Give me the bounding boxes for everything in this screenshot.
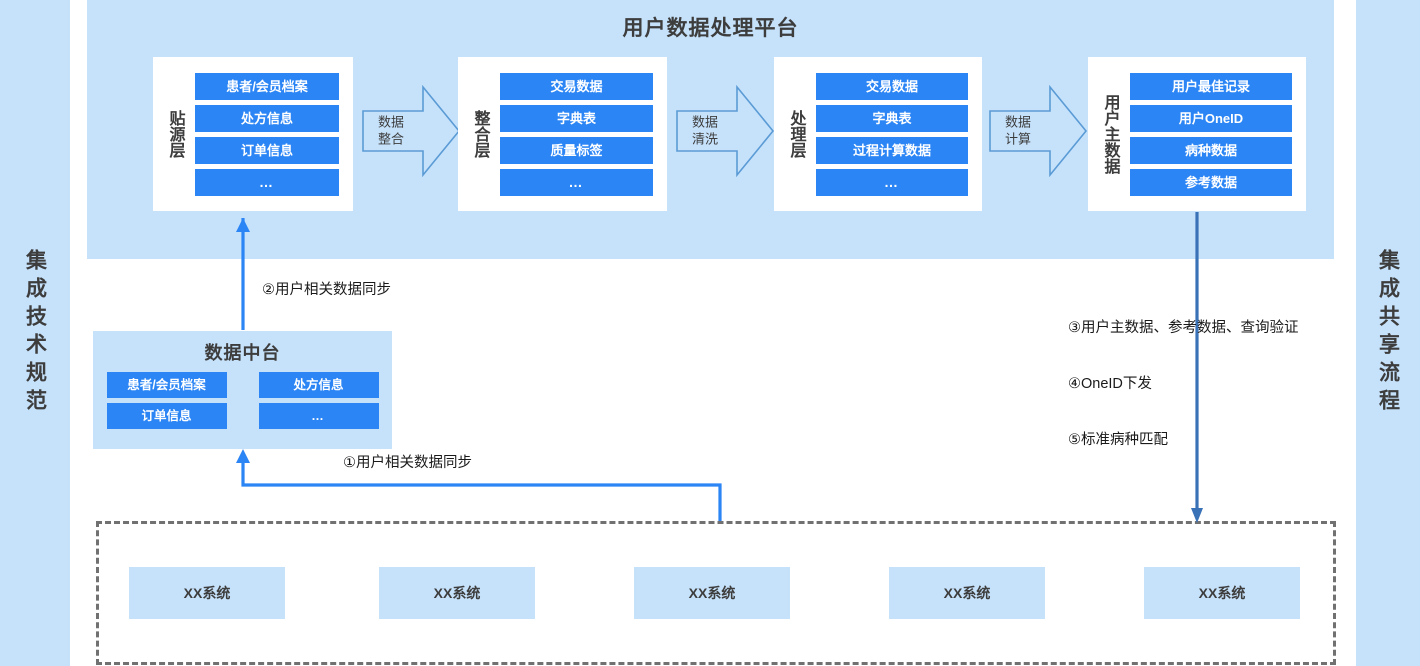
note-master-data-query: ③用户主数据、参考数据、查询验证	[1068, 320, 1299, 336]
layer-card-source: 贴源层 患者/会员档案 处方信息 订单信息 …	[153, 57, 353, 211]
right-rail-label: 集成共享流程	[1376, 249, 1400, 417]
layer-chip[interactable]: 参考数据	[1130, 168, 1292, 196]
dmp-chip[interactable]: 处方信息	[258, 372, 379, 398]
process-arrow-data-cleaning: 数据 清洗	[675, 85, 775, 177]
layer-chip[interactable]: 用户OneID	[1130, 104, 1292, 132]
process-arrow-data-integration: 数据 整合	[361, 85, 461, 177]
system-box[interactable]: XX系统	[634, 567, 790, 619]
layer-chip[interactable]: 字典表	[500, 104, 653, 132]
layer-chip[interactable]: 交易数据	[816, 72, 968, 100]
system-box[interactable]: XX系统	[889, 567, 1045, 619]
layer-name-processing: 处理层	[787, 110, 805, 158]
left-rail-integration-tech-spec: 集成技术规范	[0, 0, 70, 666]
note-user-data-sync-2: ②用户相关数据同步	[262, 282, 391, 298]
process-arrow-data-computation: 数据 计算	[988, 85, 1088, 177]
layer-chip-more[interactable]: …	[816, 168, 968, 196]
source-systems-container: XX系统 XX系统 XX系统 XX系统 XX系统	[96, 521, 1336, 665]
note-disease-matching: ⑤标准病种匹配	[1068, 432, 1168, 448]
layer-chip[interactable]: 患者/会员档案	[195, 72, 339, 100]
note-oneid-distribution: ④OneID下发	[1068, 376, 1152, 392]
layer-chip[interactable]: 字典表	[816, 104, 968, 132]
dmp-chip-more[interactable]: …	[258, 403, 379, 429]
layer-name-source: 贴源层	[166, 110, 184, 158]
layer-card-integration: 整合层 交易数据 字典表 质量标签 …	[458, 57, 667, 211]
layer-chip[interactable]: 处方信息	[195, 104, 339, 132]
layer-chip[interactable]: 质量标签	[500, 136, 653, 164]
dmp-chip[interactable]: 患者/会员档案	[106, 372, 227, 398]
data-middle-platform-title: 数据中台	[204, 343, 281, 363]
layer-name-integration: 整合层	[471, 110, 489, 158]
layer-card-processing: 处理层 交易数据 字典表 过程计算数据 …	[774, 57, 982, 211]
layer-chip[interactable]: 交易数据	[500, 72, 653, 100]
data-middle-platform-items: 患者/会员档案 处方信息 订单信息 …	[106, 372, 379, 429]
layer-items-source: 患者/会员档案 处方信息 订单信息 …	[195, 72, 353, 196]
process-arrow-label: 数据 清洗	[691, 114, 718, 146]
layer-card-user-master-data: 用户主数据 用户最佳记录 用户OneID 病种数据 参考数据	[1088, 57, 1306, 211]
layer-items-integration: 交易数据 字典表 质量标签 …	[500, 72, 667, 196]
dmp-chip[interactable]: 订单信息	[106, 403, 227, 429]
layer-chip[interactable]: 过程计算数据	[816, 136, 968, 164]
arrow-shape-icon	[676, 85, 775, 177]
process-arrow-label: 数据 整合	[377, 114, 404, 146]
layer-chip[interactable]: 用户最佳记录	[1130, 72, 1292, 100]
note-user-data-sync-1: ①用户相关数据同步	[343, 455, 472, 471]
system-box[interactable]: XX系统	[129, 567, 285, 619]
layer-items-user-master-data: 用户最佳记录 用户OneID 病种数据 参考数据	[1130, 72, 1306, 196]
system-box[interactable]: XX系统	[379, 567, 535, 619]
layer-chip[interactable]: 病种数据	[1130, 136, 1292, 164]
layer-chip-more[interactable]: …	[195, 168, 339, 196]
layer-chip-more[interactable]: …	[500, 168, 653, 196]
process-arrow-label: 数据 计算	[1004, 114, 1031, 146]
connector-systems-to-dmp	[236, 449, 722, 521]
data-middle-platform-box: 数据中台 患者/会员档案 处方信息 订单信息 …	[93, 331, 392, 449]
arrow-shape-icon	[362, 85, 461, 177]
left-rail-label: 集成技术规范	[23, 249, 47, 417]
arrow-shape-icon	[989, 85, 1088, 177]
system-box[interactable]: XX系统	[1144, 567, 1300, 619]
layer-name-user-master-data: 用户主数据	[1101, 94, 1119, 174]
layer-items-processing: 交易数据 字典表 过程计算数据 …	[816, 72, 982, 196]
page-title: 用户数据处理平台	[622, 17, 799, 40]
layer-chip[interactable]: 订单信息	[195, 136, 339, 164]
right-rail-integration-share-process: 集成共享流程	[1356, 0, 1420, 666]
